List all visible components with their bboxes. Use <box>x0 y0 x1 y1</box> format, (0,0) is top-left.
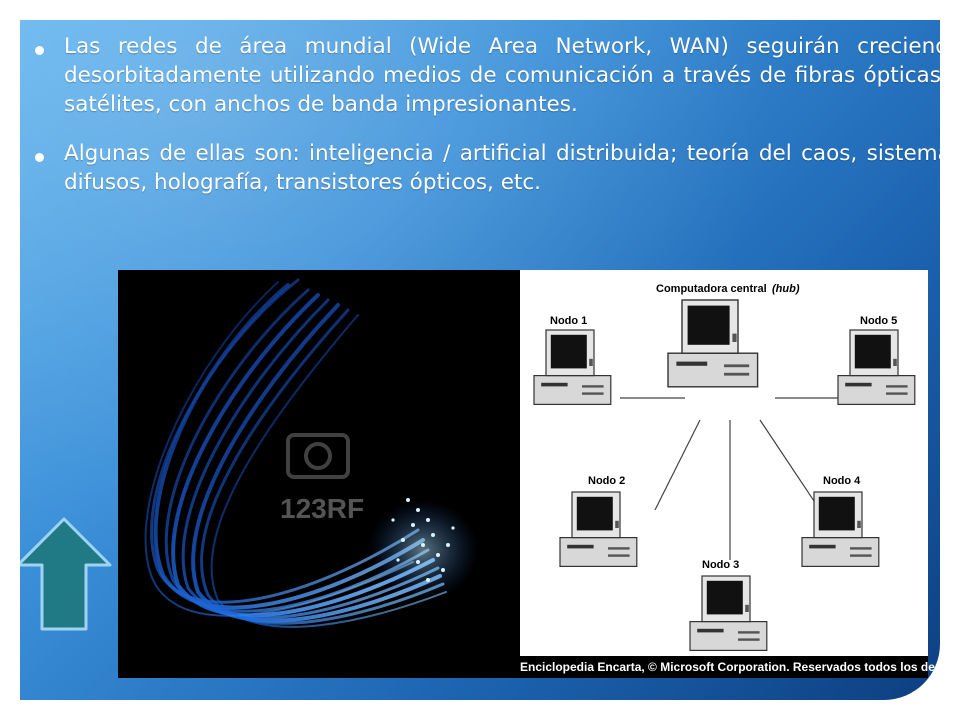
watermark-text: 123RF <box>280 493 364 524</box>
hub-computer-icon <box>667 299 759 388</box>
node-computer-icon <box>837 329 916 406</box>
bullet-text: Las redes de área mundial (Wide Area Net… <box>64 34 940 117</box>
node-computer-icon <box>801 491 880 568</box>
node-label: Nodo 2 <box>588 475 625 487</box>
bullet-list: Las redes de área mundial (Wide Area Net… <box>32 32 940 217</box>
slide: Las redes de área mundial (Wide Area Net… <box>20 20 940 700</box>
fiber-optic-illustration: 123RF <box>144 278 478 628</box>
up-arrow-icon[interactable] <box>20 515 114 635</box>
node-label: Nodo 4 <box>823 475 861 487</box>
node-label: Nodo 5 <box>860 315 897 327</box>
bullet-text: Algunas de ellas son: inteligencia / art… <box>64 141 940 195</box>
node-computer-icon <box>689 575 768 652</box>
fiber-optic-image: 123RF <box>118 270 520 678</box>
bullet-dot-icon <box>35 153 44 162</box>
image-credit: Enciclopedia Encarta, © Microsoft Corpor… <box>520 656 940 678</box>
node-computer-icon <box>533 329 612 406</box>
node-label: Nodo 3 <box>702 559 739 571</box>
network-diagram: Computadora central (hub) Nodo 1 Nodo 5 … <box>520 270 940 678</box>
node-computer-icon <box>559 491 638 568</box>
node-label: Nodo 1 <box>550 315 587 327</box>
hub-label-italic: (hub) <box>772 283 800 295</box>
hub-label: Computadora central <box>656 283 767 295</box>
bullet-item: Las redes de área mundial (Wide Area Net… <box>32 32 940 119</box>
bullet-item: Algunas de ellas son: inteligencia / art… <box>32 139 940 197</box>
network-diagram-svg: Computadora central (hub) Nodo 1 Nodo 5 … <box>533 283 916 652</box>
watermark-camera-icon <box>286 433 350 479</box>
bullet-dot-icon <box>35 46 44 55</box>
